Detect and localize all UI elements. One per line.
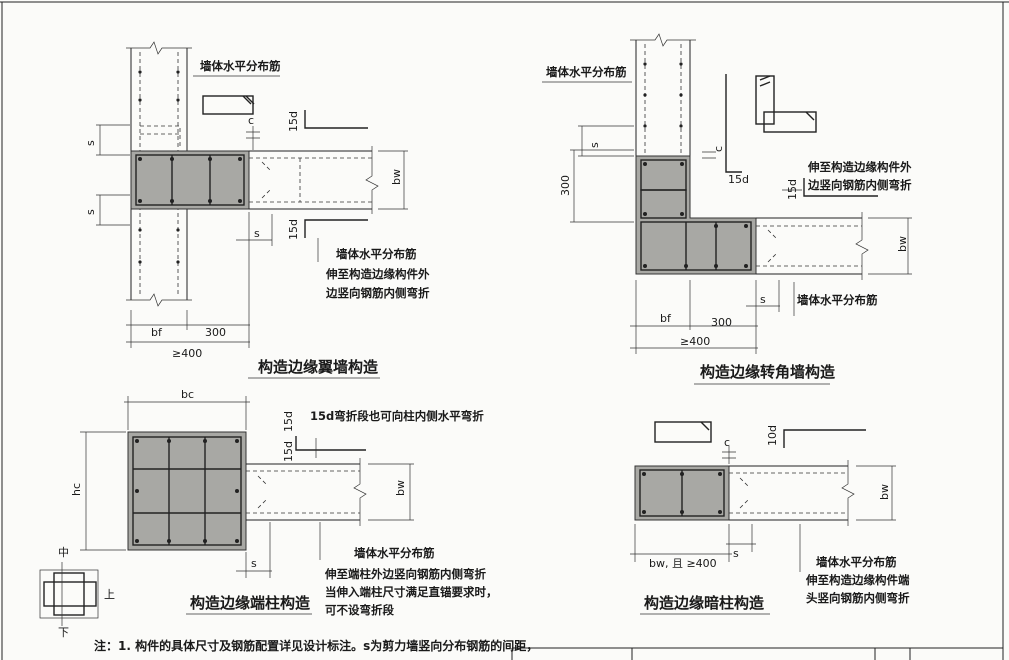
flange-dim-bf: bf [151,326,163,339]
flange-dim-s-lower: s [84,209,97,215]
flange-wall-title: 构造边缘翼墙构造 [258,358,378,376]
corner-dim-bw: bw [896,236,909,252]
corner-dim-15d-b: 15d [786,179,799,200]
flange-label-side-3: 边竖向钢筋内侧弯折 [325,286,430,300]
endcol-dim-hc: hc [70,483,83,496]
hidcol-dim-bw-min: bw, 且 ≥400 [649,557,717,570]
corner-dim-300: 300 [711,316,732,329]
flange-label-top: 墙体水平分布筋 [200,59,281,73]
flange-label-side-2: 伸至构造边缘构件外 [325,267,430,281]
endcol-label-2: 伸至端柱外边竖向钢筋内侧弯折 [324,567,486,581]
hidcol-dim-10d: 10d [766,425,779,446]
endcol-dim-bw: bw [394,480,407,496]
footnote: 注：1. 构件的具体尺寸及钢筋配置详见设计标注。s为剪力墙竖向分布钢筋的间距， [94,639,539,653]
endcol-dim-bc: bc [181,388,194,401]
endcol-label-4: 可不设弯折段 [325,603,394,617]
flange-dim-c: c [248,114,254,127]
hidcol-label-1: 墙体水平分布筋 [816,555,897,569]
hidcol-dim-s: s [733,547,739,560]
endcol-dim-s: s [251,557,257,570]
corner-dim-c: c [712,146,725,152]
corner-dim-min: ≥400 [680,335,710,348]
hidcol-label-3: 头竖向钢筋内侧弯折 [806,591,910,605]
flange-dim-s: s [254,227,260,240]
flange-dim-min: ≥400 [172,347,202,360]
flange-dim-15d-lower: 15d [287,219,300,240]
corner-dim-300v: 300 [559,175,572,196]
corner-dim-bf: bf [660,312,672,325]
flange-label-side-1: 墙体水平分布筋 [336,247,417,261]
corner-dim-15d-a: 15d [728,173,749,186]
flange-wall-diagram [96,41,408,379]
hidcol-dim-c: c [724,436,730,449]
corner-label-side-1: 伸至构造边缘构件外 [807,160,912,174]
endcol-dim-15d-a: 15d [282,411,295,432]
hidcol-label-2: 伸至构造边缘构件端 [805,573,910,587]
corner-dim-s-vert: s [588,142,601,148]
endcol-label-top: 15d弯折段也可向柱内侧水平弯折 [310,409,484,423]
endcol-dim-15d-b: 15d [282,441,295,462]
key-mid-label: 中 [58,546,69,559]
corner-dim-s: s [760,293,766,306]
key-up-label: 上 [104,588,115,601]
key-down-label: 下 [58,626,69,639]
corner-label-bottom: 墙体水平分布筋 [797,293,878,307]
endcol-label-1: 墙体水平分布筋 [354,546,435,560]
corner-label-top: 墙体水平分布筋 [546,65,627,79]
flange-dim-bw: bw [390,169,403,185]
corner-wall-diagram [542,33,912,385]
flange-dim-s-upper: s [84,140,97,146]
end-column-title: 构造边缘端柱构造 [190,594,310,612]
flange-dim-15d-upper: 15d [287,111,300,132]
corner-wall-title: 构造边缘转角墙构造 [700,363,835,381]
hidcol-dim-bw: bw [878,484,891,500]
hidden-column-title: 构造边缘暗柱构造 [644,594,764,612]
flange-dim-300: 300 [205,326,226,339]
endcol-label-3: 当伸入端柱尺寸满足直锚要求时， [325,585,498,599]
corner-label-side-2: 边竖向钢筋内侧弯折 [807,178,912,192]
end-column-diagram [39,396,414,626]
hidden-column-diagram [630,421,896,615]
